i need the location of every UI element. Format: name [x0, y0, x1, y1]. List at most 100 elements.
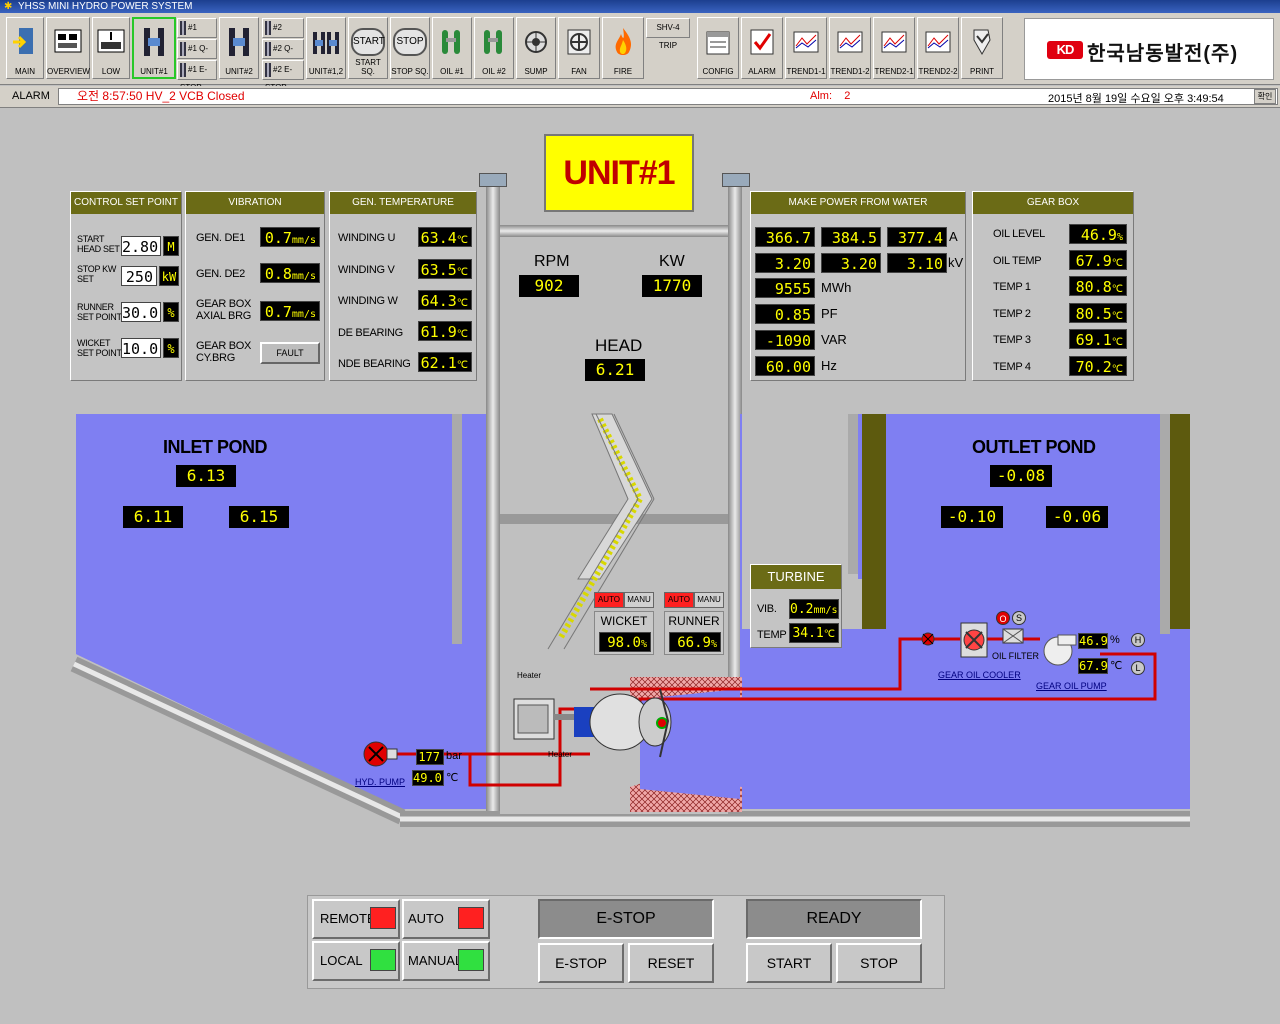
stop-button[interactable]: STOP — [836, 943, 922, 983]
start-head-setpoint[interactable]: 2.80 — [121, 236, 161, 256]
oil1-button[interactable]: OIL #1 — [432, 17, 472, 79]
unit2-qstop-button[interactable]: #2 Q-STOP — [262, 39, 304, 71]
gearbox-cy-fault-button[interactable]: FAULT — [260, 342, 320, 364]
rpm-value: 902 — [519, 275, 579, 297]
gear-oil-cooler-label[interactable]: GEAR OIL COOLER — [938, 670, 1021, 680]
wicket-auto-button[interactable]: AUTO — [594, 592, 624, 608]
gen-de1-label: GEN. DE1 — [196, 232, 245, 244]
remote-mode-button[interactable]: REMOTE — [312, 899, 400, 939]
heater-bottom-label: Heater — [548, 750, 573, 759]
oil-filter-icon[interactable] — [1000, 627, 1026, 645]
outlet-pond-level: -0.08 — [990, 465, 1052, 487]
slope-pipe-highlight — [72, 661, 404, 820]
unit-icon — [265, 41, 271, 56]
gear-oil-temp-value: 67.9 — [1078, 658, 1108, 674]
nde-bearing-value: 62.1℃ — [418, 352, 472, 372]
unit2-alarm-button[interactable]: #2 ALARM — [262, 18, 304, 50]
wicket-manu-button[interactable]: MANU — [624, 592, 654, 608]
current-c-phase: 377.4 — [887, 227, 947, 247]
wicket-setpoint-unit: % — [163, 338, 179, 358]
manual-mode-button[interactable]: MANUAL — [402, 941, 490, 981]
oil2-button[interactable]: OIL #2 — [474, 17, 514, 79]
gear-oil-pump-icon[interactable] — [1040, 629, 1080, 669]
oil-level-label: OIL LEVEL — [993, 228, 1045, 240]
unit2-button[interactable]: UNIT#2 — [219, 17, 259, 79]
panel-header: GEN. TEMPERATURE — [330, 192, 476, 214]
runner-setpoint-unit: % — [163, 302, 179, 322]
reset-button[interactable]: RESET — [628, 943, 714, 983]
overview-button[interactable]: OVERVIEW — [46, 17, 90, 79]
gear-oil-cooler-icon[interactable] — [960, 621, 990, 659]
heater-top-label: Heater — [517, 671, 542, 680]
hyd-pump-label[interactable]: HYD. PUMP — [355, 777, 406, 787]
runner-indicator — [656, 717, 668, 729]
brand-name: 한국남동발전(주) — [1087, 43, 1239, 65]
unit1-alarm-button[interactable]: #1 ALARM — [177, 18, 217, 50]
low-level-icon — [97, 29, 125, 53]
structure-pipe — [728, 179, 742, 824]
outlet-platform — [742, 414, 858, 579]
stop-kw-setpoint[interactable]: 250 — [121, 266, 157, 286]
stop-sequence-button[interactable]: STOP STOP SQ. — [390, 17, 430, 79]
estop-button[interactable]: E-STOP — [538, 943, 624, 983]
unit-icon — [180, 62, 186, 77]
unit1-qstop-button[interactable]: #1 Q-STOP — [177, 39, 217, 71]
current-a-phase: 366.7 — [755, 227, 815, 247]
de-bearing-label: DE BEARING — [338, 327, 403, 339]
head-value: 6.21 — [585, 359, 645, 381]
config-button[interactable]: CONFIG — [697, 17, 739, 79]
unit2-estop-button[interactable]: #2 E-STOP — [262, 60, 304, 92]
outlet-pond-left-level: -0.10 — [941, 506, 1003, 528]
unit12-button[interactable]: UNIT#1,2 — [306, 17, 346, 79]
local-mode-button[interactable]: LOCAL — [312, 941, 400, 981]
rack-bars — [557, 497, 643, 641]
unit-icon — [180, 20, 186, 35]
outlet-pond-water — [886, 414, 1170, 634]
de-bearing-value: 61.9℃ — [418, 321, 472, 341]
gear-oil-pump-label[interactable]: GEAR OIL PUMP — [1036, 681, 1107, 691]
oil-tank-icon — [442, 30, 460, 54]
alarm-bar: ALARM 오전 8:57:50 HV_2 VCB Closed Alm: 2 … — [0, 86, 1280, 108]
frequency-unit: Hz — [821, 358, 837, 373]
trend22-button[interactable]: TREND2-2 — [917, 17, 959, 79]
outlet-earth-right — [1170, 414, 1190, 634]
unit1-estop-button[interactable]: #1 E-STOP — [177, 60, 217, 92]
unit-title: UNIT#1 — [563, 154, 675, 192]
alarm-list-button[interactable]: ALARM — [741, 17, 783, 79]
pipe-cap — [479, 173, 507, 187]
runner-manu-button[interactable]: MANU — [694, 592, 724, 608]
oil-filter-s-indicator: S — [1012, 611, 1026, 625]
var-unit: VAR — [821, 332, 847, 347]
trend21-button[interactable]: TREND2-1 — [873, 17, 915, 79]
valve-icon[interactable] — [920, 631, 936, 647]
start-button[interactable]: START — [746, 943, 832, 983]
alarm-message[interactable]: 오전 8:57:50 HV_2 VCB Closed — [58, 88, 1278, 105]
runner-setpoint[interactable]: 30.0 — [121, 302, 161, 322]
runner-setpoint-label: RUNNER SET POINT — [77, 302, 122, 322]
shv4-trip-button[interactable]: SHV-4 TRIP — [646, 18, 690, 50]
unit1-button[interactable]: UNIT#1 — [132, 17, 176, 79]
panel-header: MAKE POWER FROM WATER — [751, 192, 965, 214]
alarm-label: ALARM — [12, 90, 50, 102]
sump-button[interactable]: SUMP — [516, 17, 556, 79]
auto-mode-button[interactable]: AUTO — [402, 899, 490, 939]
trend12-button[interactable]: TREND1-2 — [829, 17, 871, 79]
low-button[interactable]: LOW — [92, 17, 130, 79]
heater-body — [517, 704, 549, 734]
alarm-ack-button[interactable]: 확인 — [1254, 89, 1276, 104]
unit1-mimic: UNIT#1 CONTROL SET POINT START HEAD SET … — [0, 109, 1280, 1024]
rack-bars — [597, 417, 643, 501]
head-label: HEAD — [595, 336, 643, 355]
hyd-pump-icon[interactable] — [363, 739, 399, 769]
trend11-button[interactable]: TREND1-1 — [785, 17, 827, 79]
fire-button[interactable]: FIRE — [602, 17, 644, 79]
print-button[interactable]: PRINT — [961, 17, 1003, 79]
start-sequence-button[interactable]: START START SQ. — [348, 17, 388, 79]
main-button[interactable]: MAIN — [6, 17, 44, 79]
gearbox-cy-label: GEAR BOX CY.BRG — [196, 340, 252, 364]
runner-auto-button[interactable]: AUTO — [664, 592, 694, 608]
rack-edge — [595, 413, 639, 500]
fan-button[interactable]: FAN — [558, 17, 600, 79]
rpm-label: RPM — [534, 253, 570, 270]
wicket-setpoint[interactable]: 10.0 — [121, 338, 161, 358]
